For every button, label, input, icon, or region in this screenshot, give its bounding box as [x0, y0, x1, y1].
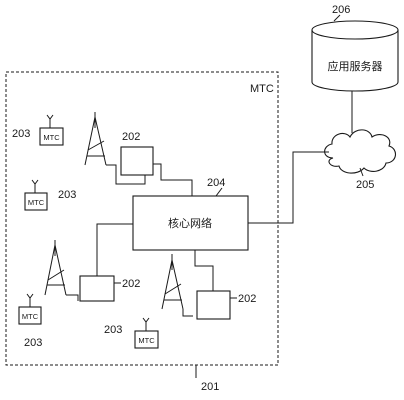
- cloud-ref-leader: [359, 167, 364, 177]
- base-station-ref-label: 202: [122, 131, 140, 143]
- mtc-device-ref-label: 203: [12, 128, 30, 140]
- tower-bs-link: [66, 294, 79, 301]
- core-ref-leader: [215, 187, 223, 197]
- cloud-core-link: [248, 151, 329, 224]
- bs-core-link: [194, 250, 214, 291]
- region-ref-label: 201: [201, 381, 219, 393]
- base-station-ref-label: 202: [238, 293, 256, 305]
- base-station-box: [79, 275, 115, 302]
- mtc-device-ref-label: 203: [58, 189, 76, 201]
- bs-core-link: [96, 223, 133, 276]
- core-network-box: [132, 195, 249, 251]
- server-ref-leader: [333, 14, 341, 22]
- cloud-network: [324, 129, 396, 174]
- server-ref-label: 206: [332, 4, 350, 16]
- mtc-device-ref-label: 203: [24, 337, 42, 349]
- base-station-box: [196, 290, 231, 320]
- tower-bs-link: [182, 309, 193, 317]
- mtc-device: MTC: [39, 114, 64, 146]
- bs-core-link: [153, 163, 193, 196]
- application-server-label: 应用服务器: [328, 59, 383, 73]
- mtc-device: MTC: [18, 293, 42, 325]
- application-server: 应用服务器: [311, 20, 399, 92]
- base-station-tower: [84, 112, 107, 166]
- base-station-tower: [161, 254, 184, 310]
- mtc-region-label: MTC: [250, 83, 274, 95]
- mtc-region-boundary: [5, 71, 279, 366]
- mtc-device-label: MTC: [138, 336, 155, 345]
- base-station-tower: [44, 240, 67, 296]
- mtc-device-label: MTC: [22, 312, 39, 321]
- mtc-device-ref-label: 203: [104, 324, 122, 336]
- cloud-ref-label: 205: [356, 179, 374, 191]
- base-station-ref-label: 202: [122, 278, 140, 290]
- mtc-device: MTC: [24, 179, 48, 211]
- mtc-device-label: MTC: [43, 133, 60, 142]
- core-network-label: 核心网络: [168, 216, 212, 230]
- mtc-device: MTC: [134, 317, 159, 349]
- tower-bs-link: [106, 164, 146, 185]
- core-ref-label: 204: [207, 177, 225, 189]
- base-station-box: [120, 146, 154, 176]
- mtc-device-label: MTC: [28, 198, 45, 207]
